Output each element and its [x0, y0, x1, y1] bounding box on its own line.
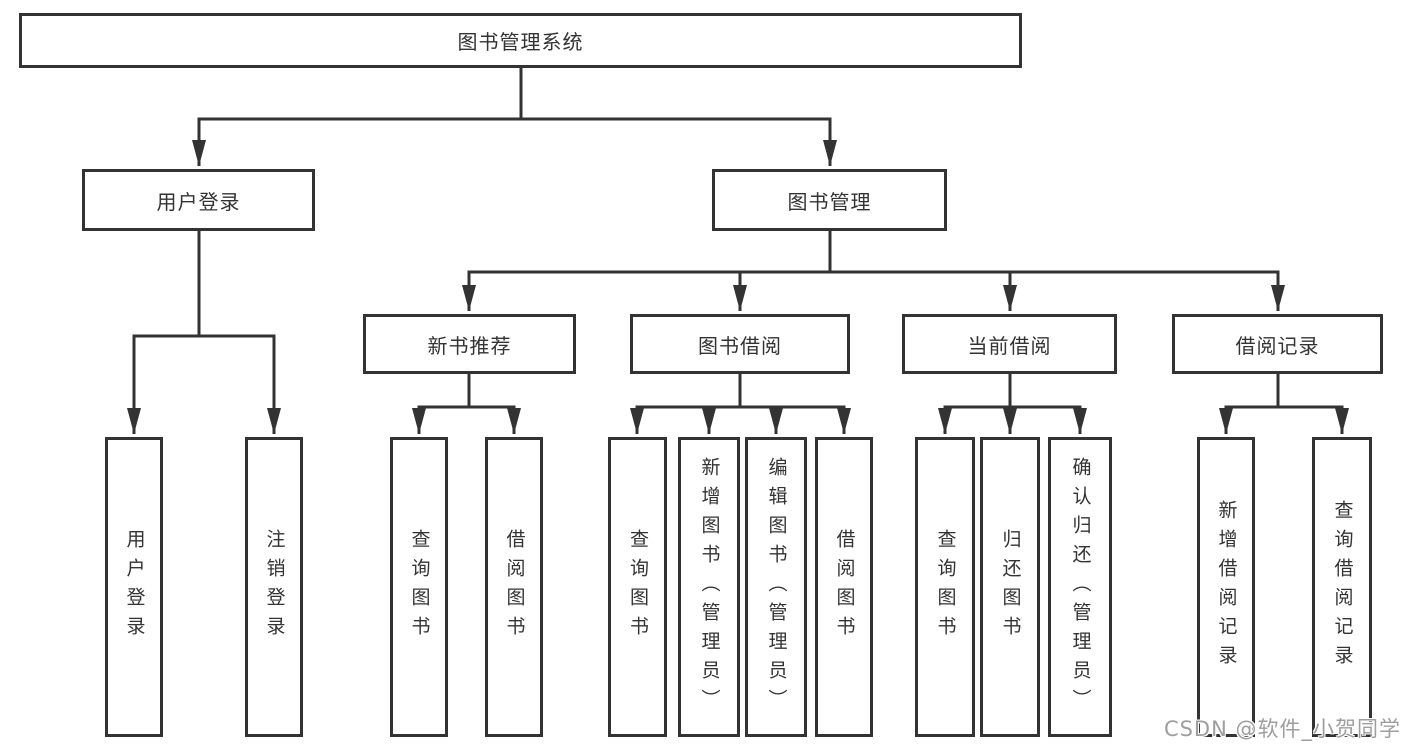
leaf-label: 编辑图书（管理员） — [765, 456, 788, 718]
leaf-user-login: 用户登录 — [105, 437, 163, 737]
csdn-watermark: CSDN @软件_小贺同学 — [1163, 717, 1401, 741]
node-borrow-records: 借阅记录 — [1172, 314, 1383, 374]
leaf-label: 查询图书 — [408, 529, 431, 645]
leaf-label: 借阅图书 — [833, 529, 856, 645]
leaf-label: 注销登录 — [263, 529, 286, 645]
leaf-label: 新增图书（管理员） — [698, 456, 721, 718]
connector-root-to-level2 — [192, 66, 837, 166]
node-label: 借阅记录 — [1235, 333, 1320, 358]
leaf-label: 查询借阅记录 — [1331, 500, 1354, 674]
node-label: 图书管理系统 — [457, 30, 584, 54]
node-label: 图书借阅 — [698, 333, 782, 358]
connector-new-book-rec-leaves — [412, 372, 521, 434]
node-library-management-system: 图书管理系统 — [19, 13, 1022, 68]
node-user-login: 用户登录 — [82, 169, 315, 231]
connector-user-login-leaves — [127, 229, 281, 434]
leaf-query-books-2: 查询图书 — [608, 437, 667, 737]
leaf-edit-book-admin: 编辑图书（管理员） — [745, 437, 807, 737]
leaf-query-borrow-record: 查询借阅记录 — [1312, 437, 1372, 737]
leaf-query-books-3: 查询图书 — [915, 437, 975, 737]
leaf-label: 用户登录 — [123, 529, 146, 645]
node-label: 用户登录 — [156, 189, 241, 214]
connector-borrow-records-leaves — [1219, 372, 1349, 434]
leaf-label: 新增借阅记录 — [1215, 500, 1238, 674]
node-current-borrow: 当前借阅 — [902, 314, 1117, 374]
leaf-borrow-books-2: 借阅图书 — [815, 437, 873, 737]
node-label: 图书管理 — [787, 189, 872, 214]
leaf-label: 查询图书 — [934, 529, 957, 645]
leaf-return-book: 归还图书 — [980, 437, 1040, 737]
leaf-query-books-1: 查询图书 — [390, 437, 448, 737]
leaf-label: 查询图书 — [626, 529, 649, 645]
node-new-book-recommend: 新书推荐 — [363, 314, 576, 374]
connector-book-borrow-leaves — [630, 372, 851, 434]
leaf-add-borrow-record: 新增借阅记录 — [1197, 437, 1255, 737]
leaf-label: 借阅图书 — [503, 529, 526, 645]
leaf-label: 确认归还（管理员） — [1069, 456, 1092, 718]
leaf-label: 归还图书 — [999, 529, 1022, 645]
node-book-management: 图书管理 — [712, 169, 947, 231]
leaf-logout: 注销登录 — [245, 437, 303, 737]
connector-current-borrow-leaves — [938, 372, 1087, 434]
leaf-add-book-admin: 新增图书（管理员） — [678, 437, 740, 737]
node-book-borrow: 图书借阅 — [630, 314, 850, 374]
connector-book-mgmt-to-level3 — [462, 229, 1285, 311]
leaf-confirm-return-admin: 确认归还（管理员） — [1048, 437, 1112, 737]
node-label: 新书推荐 — [427, 333, 512, 358]
node-label: 当前借阅 — [967, 333, 1052, 358]
leaf-borrow-books-1: 借阅图书 — [485, 437, 543, 737]
